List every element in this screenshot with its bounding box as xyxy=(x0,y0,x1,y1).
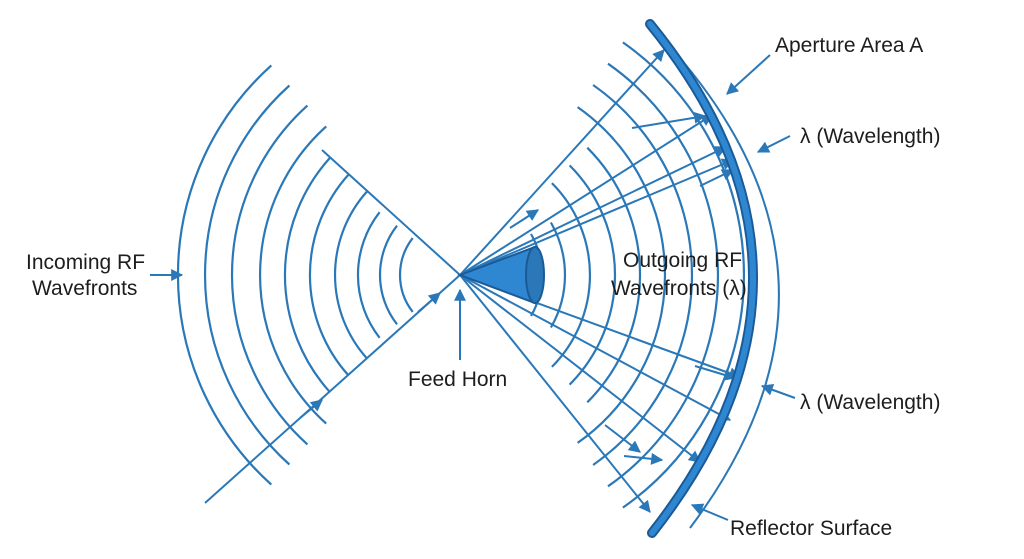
short-arrow-2 xyxy=(699,169,735,187)
ray-4 xyxy=(459,158,735,276)
label-wavelength-top: λ (Wavelength) xyxy=(800,125,940,148)
incoming-ray-upper xyxy=(321,149,461,276)
label-feed-horn: Feed Horn xyxy=(408,368,507,391)
incoming-ray-lower xyxy=(204,274,461,504)
pointer-reflector xyxy=(690,503,729,521)
ray-7 xyxy=(459,274,701,463)
label-pointers xyxy=(150,54,796,521)
ray-6 xyxy=(459,274,732,421)
incoming-wavefront-arc xyxy=(230,104,309,446)
short-arrow-5 xyxy=(623,452,664,465)
incoming-wavefront-arc xyxy=(204,84,291,466)
label-wavelength-bottom: λ (Wavelength) xyxy=(800,391,940,414)
reflector xyxy=(645,19,780,538)
reflector-dish-highlight xyxy=(647,21,756,536)
label-incoming-line2: Wavefronts xyxy=(32,277,137,300)
outgoing-wavefront-arc xyxy=(622,41,745,509)
outgoing-wavefront-arc xyxy=(568,164,617,386)
pointer-aperture xyxy=(726,54,771,95)
incoming-wavefronts xyxy=(176,64,414,486)
outgoing-wavefront-arc xyxy=(607,62,719,488)
ray-3 xyxy=(459,146,728,276)
label-aperture: Aperture Area A xyxy=(775,34,923,57)
outgoing-wavefront-arc xyxy=(551,182,592,368)
pointer-wavelength-top xyxy=(756,135,791,153)
label-reflector: Reflector Surface xyxy=(730,517,892,540)
outgoing-wavefront-arc xyxy=(592,84,694,466)
ray-1 xyxy=(459,49,665,276)
incoming-wavefront-arc xyxy=(398,237,414,313)
incoming-ray-arrow-2 xyxy=(417,292,441,313)
incoming-rays xyxy=(204,149,461,504)
label-outgoing-line2: Wavefronts (λ) xyxy=(611,277,747,300)
incoming-wavefront-arc xyxy=(259,125,327,425)
feed-horn-icon xyxy=(457,245,545,305)
incoming-wavefront-arc xyxy=(283,157,331,393)
incoming-wavefront-arc xyxy=(176,64,273,486)
outgoing-rays xyxy=(459,49,742,513)
short-arrow-1 xyxy=(631,111,707,129)
incoming-wavefront-arc xyxy=(356,211,381,339)
incoming-wavefront-arc xyxy=(308,173,350,377)
incoming-ray-arrow-1 xyxy=(299,399,323,419)
short-arrow-6 xyxy=(604,424,641,453)
short-arrow-3 xyxy=(509,209,540,229)
short-arrow-4 xyxy=(694,365,737,381)
label-outgoing-line1: Outgoing RF xyxy=(623,249,742,272)
reflector-outer-arc xyxy=(663,39,780,529)
incoming-wavefront-arc xyxy=(333,190,368,360)
label-incoming-line1: Incoming RF xyxy=(26,251,145,274)
incoming-wavefront-arc xyxy=(378,225,398,325)
outgoing-wavefront-arc xyxy=(586,146,642,404)
outgoing-wavefront-arc xyxy=(576,106,666,444)
pointer-wavelength-bottom xyxy=(760,384,796,399)
ray-2 xyxy=(459,114,714,276)
ray-8 xyxy=(459,274,651,513)
